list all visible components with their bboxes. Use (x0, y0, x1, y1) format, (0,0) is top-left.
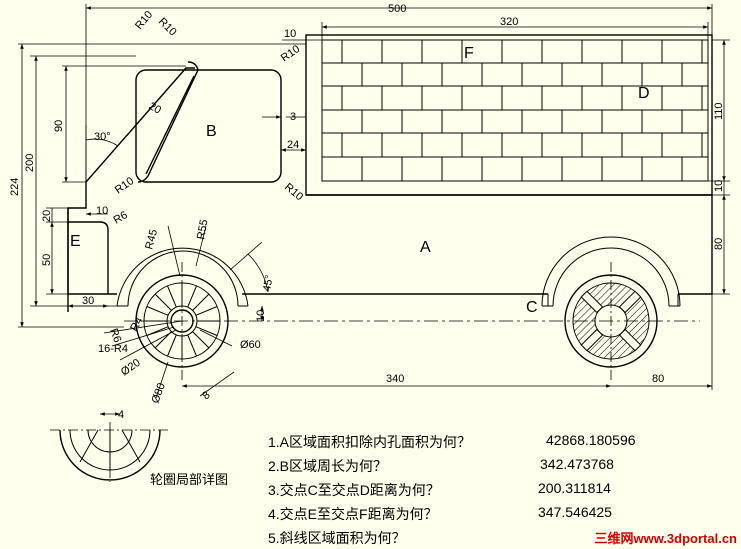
dim-angle-45: 45° (261, 274, 276, 292)
dim-bumper-20: 20 (41, 210, 53, 222)
dimension-lines (18, 4, 730, 399)
dim-bumper-50: 50 (41, 254, 53, 266)
region-e-label: E (70, 233, 81, 250)
question-text: 2.B区域周长为何？ (268, 458, 388, 474)
dim-wheelbase: 340 (386, 373, 404, 385)
question-item: 1.A区域面积扣除内孔面积为何？ 42868.180596 (268, 432, 718, 450)
window-b (135, 69, 282, 183)
question-answer: 42868.180596 (546, 432, 636, 448)
question-text: 1.A区域面积扣除内孔面积为何？ (268, 434, 472, 450)
dim-r10-b: R10 (156, 16, 179, 39)
dim-r6-top: R6 (112, 209, 130, 226)
rear-arch-outer (541, 236, 681, 307)
question-text: 5.斜线区域面积为何？ (268, 530, 406, 546)
dim-axle-10: 10 (255, 310, 267, 322)
brick-joints (341, 40, 703, 181)
rear-arch-inner (552, 247, 670, 307)
watermark: 三维网www.3dportal.cn (594, 531, 737, 546)
window-slant (145, 75, 195, 175)
dim-gap-top: 10 (284, 28, 296, 40)
dim-r10-c: R10 (279, 43, 302, 64)
cargo-box (305, 34, 713, 196)
dim-angle-30: 30° (94, 131, 111, 143)
dim-cargo-height: 110 (713, 102, 725, 120)
dim-total-height: 224 (9, 178, 21, 196)
question-answer: 200.311814 (538, 480, 611, 496)
region-d-label: D (638, 85, 650, 102)
dim-window-24: 24 (287, 139, 299, 151)
dim-r10-d: R10 (113, 175, 136, 196)
dim-bumper-10: 10 (96, 205, 108, 217)
region-a-label: A (420, 239, 431, 256)
dim-r55: R55 (195, 219, 210, 241)
cab-pillar (137, 61, 199, 183)
question-answer: 347.546425 (538, 504, 612, 520)
dim-detail-4: 4 (118, 409, 124, 421)
dim-r10-a: R10 (133, 9, 155, 32)
rim-detail (50, 412, 170, 482)
question-item: 5.斜线区域面积为何？ (268, 528, 718, 546)
dim-slot-8: 8 (200, 389, 212, 402)
detail-caption: 轮圈局部详图 (150, 472, 228, 487)
question-answer: 342.473768 (540, 456, 614, 472)
dim-bumper-30: 30 (82, 295, 94, 307)
front-arch-outer (116, 247, 249, 307)
dim-d60: Ø60 (240, 339, 261, 351)
dim-cab-90: 90 (53, 120, 65, 132)
dim-pillar-20: 20 (147, 100, 164, 117)
rear-wheel-slots (580, 290, 642, 352)
dim-r6-bottom: R6 (107, 327, 123, 344)
dim-cargo-width: 320 (500, 16, 518, 28)
question-text: 3.交点C至交点D距离为何？ (268, 482, 440, 498)
dim-floor-gap: 10 (713, 180, 725, 192)
region-c-label: C (526, 299, 538, 316)
question-item: 2.B区域周长为何？ 342.473768 (268, 456, 718, 474)
question-item: 4.交点E至交点F距离为何？ 347.546425 (268, 504, 718, 522)
dim-d20: Ø20 (119, 357, 143, 379)
dim-d80: Ø80 (150, 381, 168, 405)
dim-overall-width: 500 (388, 3, 406, 15)
brick-courses (322, 62, 708, 158)
dim-r4: R4 (128, 315, 145, 333)
region-f-label: F (464, 45, 474, 62)
dim-height-200: 200 (24, 154, 36, 172)
region-b-label: B (206, 123, 217, 140)
dim-window-3: 3 (290, 111, 296, 123)
dim-lower-height: 80 (713, 238, 725, 250)
bumper (68, 221, 109, 294)
question-text: 4.交点E至交点F距离为何？ (268, 506, 438, 522)
dim-r10-e: R10 (282, 181, 305, 203)
dim-r45: R45 (143, 228, 160, 251)
dim-rear-offset: 80 (652, 373, 664, 385)
question-item: 3.交点C至交点D距离为何？ 200.311814 (268, 480, 718, 498)
front-arch-inner (127, 250, 239, 307)
dim-hole-pattern: 16-R4 (98, 343, 128, 355)
